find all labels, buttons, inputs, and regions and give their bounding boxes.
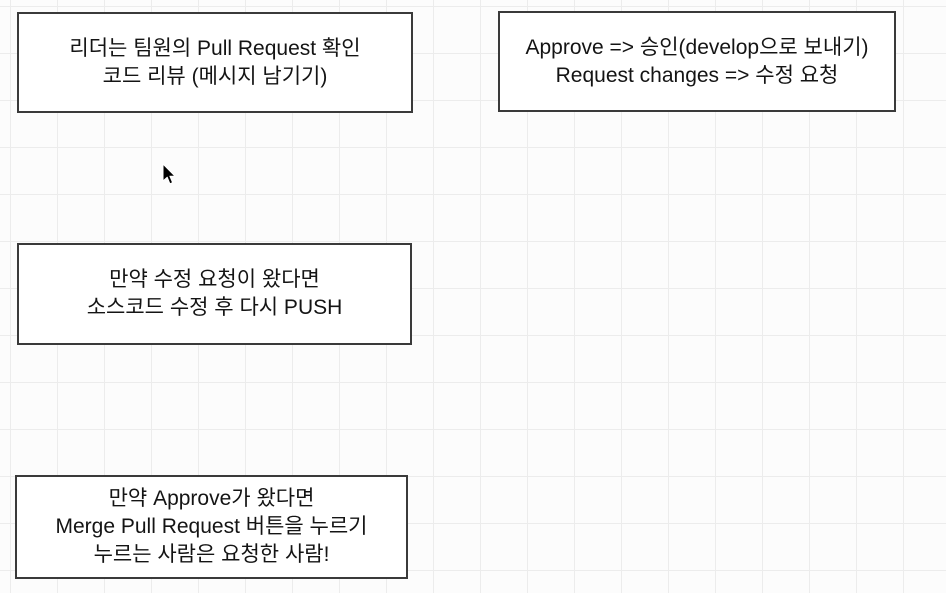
note-line: 소스코드 수정 후 다시 PUSH bbox=[86, 296, 343, 319]
note-line: 만약 수정 요청이 왔다면 bbox=[109, 268, 320, 291]
note-line: 코드 리뷰 (메시지 남기기) bbox=[102, 64, 328, 88]
note-box-approve-meaning[interactable]: Approve => 승인(develop으로 보내기) Request cha… bbox=[498, 11, 896, 112]
note-box-approve-flow[interactable]: 만약 Approve가 왔다면 Merge Pull Request 버튼을 누… bbox=[15, 475, 408, 579]
note-line: 리더는 팀원의 Pull Request 확인 bbox=[69, 36, 361, 60]
note-box-request-changes-flow[interactable]: 만약 수정 요청이 왔다면 소스코드 수정 후 다시 PUSH bbox=[17, 243, 412, 345]
note-line: 누르는 사람은 요청한 사람! bbox=[93, 543, 330, 566]
note-line: Merge Pull Request 버튼을 누르기 bbox=[55, 515, 368, 538]
note-line: 만약 Approve가 왔다면 bbox=[108, 487, 315, 510]
note-line: Approve => 승인(develop으로 보내기) bbox=[525, 35, 869, 59]
mouse-cursor-icon bbox=[162, 164, 176, 185]
note-box-leader-review[interactable]: 리더는 팀원의 Pull Request 확인 코드 리뷰 (메시지 남기기) bbox=[17, 12, 413, 113]
note-line: Request changes => 수정 요청 bbox=[555, 63, 839, 87]
